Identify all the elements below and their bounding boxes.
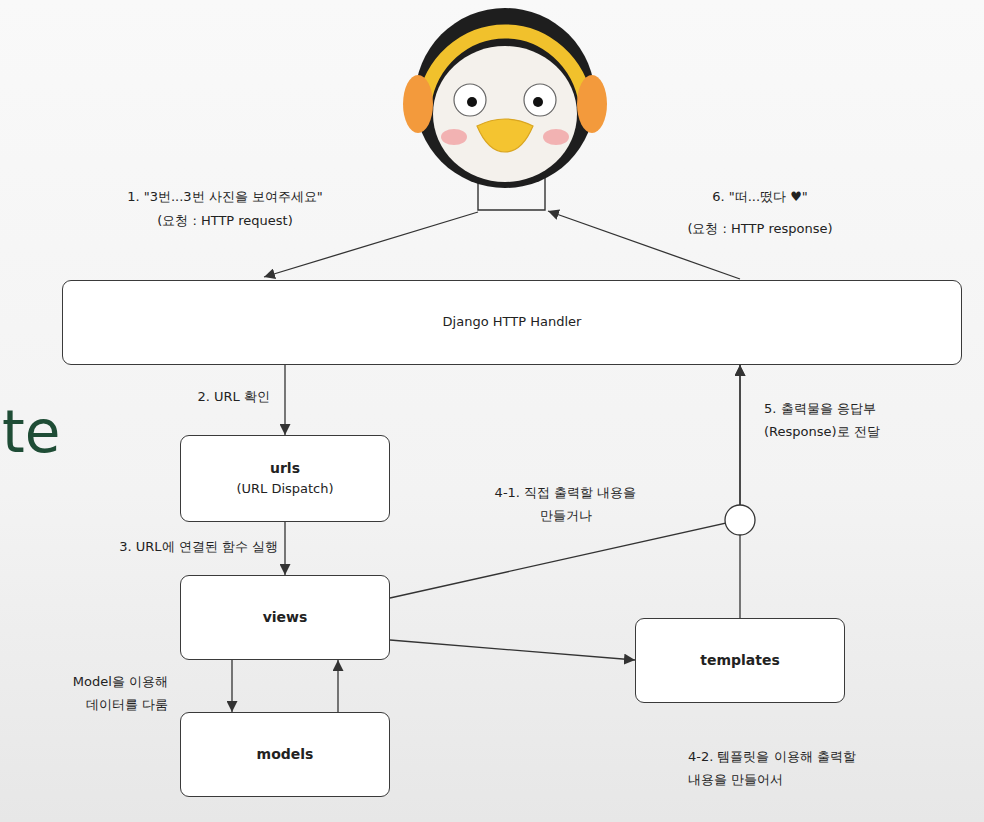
character-eye xyxy=(524,84,556,116)
character-beak xyxy=(477,119,533,152)
process-box: views xyxy=(180,575,390,660)
flow-arrow xyxy=(337,660,338,712)
character-eye xyxy=(454,84,486,116)
response-label: (요청 : HTTP response) xyxy=(660,218,860,241)
flow-arrow xyxy=(284,365,285,435)
flow-arrow xyxy=(390,640,635,660)
handler-box: Django HTTP Handler xyxy=(62,280,962,365)
character-pupil xyxy=(533,97,543,107)
slide-text-fragment: te xyxy=(2,398,92,468)
character-cheek xyxy=(543,129,569,145)
character-illustration xyxy=(403,8,607,210)
annotation-label: Model을 이용해 데이터를 다룸 xyxy=(60,671,168,717)
merge-junction xyxy=(725,505,755,535)
process-box: templates xyxy=(635,618,845,703)
edge-label: 5. 출력물을 응답부 (Response)로 전달 xyxy=(764,398,904,444)
flow-arrow xyxy=(739,365,740,618)
character-head xyxy=(415,8,595,188)
node-title: views xyxy=(263,606,308,628)
character-face xyxy=(433,46,577,182)
annotation-label: 4-2. 템플릿을 이용해 출력할 내용을 만들어서 xyxy=(688,746,858,792)
flow-arrow xyxy=(390,365,740,598)
request-label: (요청 : HTTP request) xyxy=(50,210,400,233)
headphone-cup xyxy=(577,75,607,133)
response-label: 6. "떠...떴다 ♥" xyxy=(660,186,860,209)
request-label: 1. "3번...3번 사진을 보여주세요" xyxy=(50,186,400,209)
node-title: models xyxy=(257,743,314,765)
process-box: urls(URL Dispatch) xyxy=(180,435,390,522)
edge-label: 3. URL에 연결된 함수 실행 xyxy=(60,536,278,559)
request-arrow xyxy=(264,212,478,277)
node-title: templates xyxy=(700,649,780,671)
flow-arrow xyxy=(284,522,285,575)
node-title: urls xyxy=(270,457,300,479)
node-title: Django HTTP Handler xyxy=(443,312,582,333)
character-cheek xyxy=(441,129,467,145)
process-box: models xyxy=(180,712,390,797)
edge-label: 4-1. 직접 출력할 내용을 만들거나 xyxy=(488,482,643,528)
flow-arrow xyxy=(231,660,232,712)
edge-label: 2. URL 확인 xyxy=(120,386,270,409)
character-pupil xyxy=(467,97,477,107)
node-subtitle: (URL Dispatch) xyxy=(236,479,333,500)
headphone-cup xyxy=(403,75,433,133)
